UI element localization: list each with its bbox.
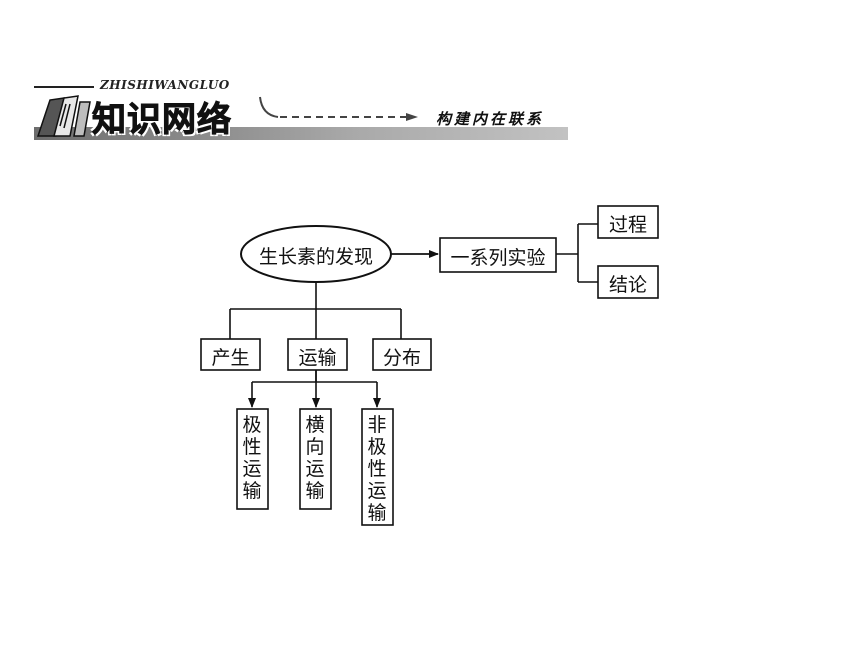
- type-box-lateral: [299, 408, 332, 510]
- experiment-box: [439, 237, 557, 273]
- branch-transport-label: 运输: [298, 347, 337, 369]
- type-lateral-label: 横向运输: [305, 414, 325, 502]
- header-band: [34, 127, 568, 140]
- header-subtitle: 构建内在联系: [436, 110, 545, 128]
- type-box-polar: [236, 408, 269, 510]
- type-nonpolar-label: 非极性运输: [367, 414, 387, 524]
- conclusion-box: [597, 265, 659, 299]
- header-title: 知识网络: [92, 100, 232, 141]
- section-header: ZHISHIWANGLUO 知识网络 构建内在联系: [0, 0, 861, 150]
- branch-produce-label: 产生: [211, 347, 250, 369]
- type-box-nonpolar: [361, 408, 394, 526]
- conclusion-node-label: 结论: [608, 274, 647, 296]
- process-node-label: 过程: [608, 214, 647, 236]
- book-icon: [36, 95, 91, 137]
- branch-box-distribution: [372, 338, 432, 371]
- process-box: [597, 205, 659, 239]
- root-node-label: 生长素的发现: [258, 246, 373, 268]
- branch-box-produce: [200, 338, 261, 371]
- branch-distribution-label: 分布: [382, 347, 421, 369]
- experiment-node-label: 一系列实验: [450, 247, 546, 269]
- branch-box-transport: [287, 338, 348, 371]
- type-polar-label: 极性运输: [242, 414, 262, 502]
- header-pinyin: ZHISHIWANGLUO: [100, 78, 230, 92]
- dashed-arrow-icon: [259, 96, 418, 121]
- header-top-line: [34, 86, 94, 88]
